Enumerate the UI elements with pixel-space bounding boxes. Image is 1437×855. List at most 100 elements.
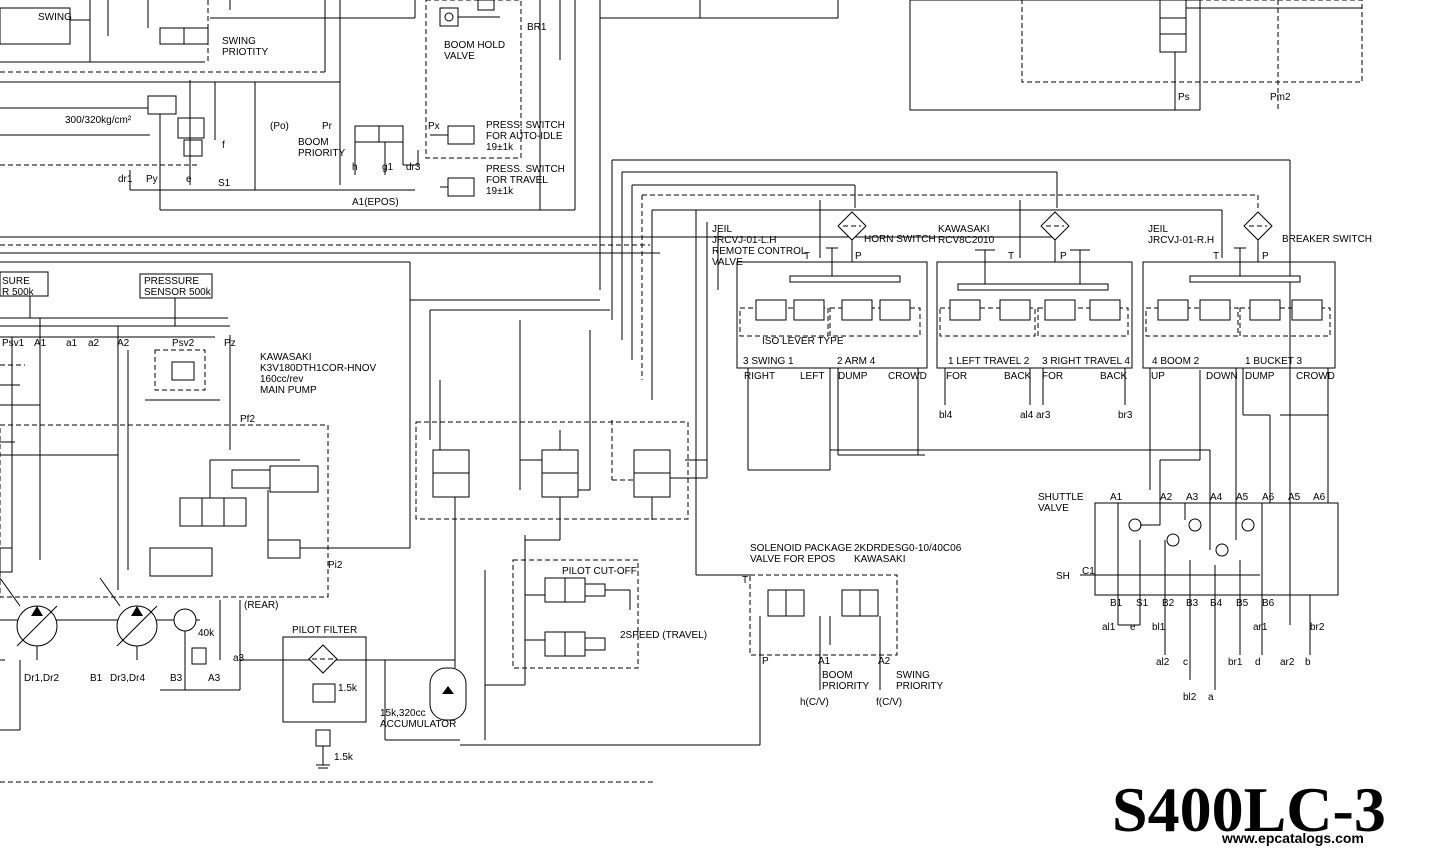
shuttle-top-port-5: A6 — [1262, 492, 1275, 503]
label-p-sol: P — [762, 656, 769, 667]
shuttle-output-row3-0: bl2 — [1183, 692, 1197, 703]
shuttle-top-port-0: A1 — [1110, 492, 1123, 503]
label-right-travel-fn: 3 RIGHT TRAVEL 4 — [1042, 356, 1130, 367]
label-dr3: dr3 — [406, 162, 421, 173]
label-f-cv: f(C/V) — [876, 697, 902, 708]
label-py: Py — [146, 174, 158, 185]
label-left-travel-fn: 1 LEFT TRAVEL 2 — [948, 356, 1030, 367]
label-f: f — [222, 140, 225, 151]
label-up: UP — [1151, 371, 1165, 382]
label-breaker-switch: BREAKER SWITCH — [1282, 234, 1372, 245]
label-rear: (REAR) — [244, 600, 278, 611]
top-lines — [0, 0, 1363, 290]
label-px: Px — [428, 121, 440, 132]
shuttle-bottom-port-1: S1 — [1136, 598, 1149, 609]
label-a3-low: a3 — [233, 653, 245, 664]
label-crowd-bucket: CROWD — [1296, 371, 1335, 382]
shuttle-output-row2-2: br1 — [1228, 657, 1243, 668]
label-t-port-right: T — [1213, 251, 1219, 262]
shuttle-top-port-2: A3 — [1186, 492, 1199, 503]
label-s1-top: S1 — [218, 178, 231, 189]
label-pilot-filter: PILOT FILTER — [292, 625, 357, 636]
label-p-port-mid: P — [1060, 251, 1067, 262]
label-arm-fn: 2 ARM 4 — [837, 356, 876, 367]
label-t-sol: T — [742, 575, 748, 586]
shuttle-top-port-6: A5 — [1288, 492, 1301, 503]
solenoid-package — [749, 574, 898, 690]
remote-control-valves — [736, 211, 1336, 500]
label-a2-low: a2 — [88, 338, 100, 349]
label-psv2: Psv2 — [172, 338, 195, 349]
label-dr3dr4: Dr3,Dr4 — [110, 673, 145, 684]
label-right: RIGHT — [744, 371, 775, 382]
label-boom-fn: 4 BOOM 2 — [1152, 356, 1200, 367]
label-dr1dr2: Dr1,Dr2 — [24, 673, 59, 684]
shuttle-output-row2-3: d — [1255, 657, 1261, 668]
label-two-speed: 2SPEED (TRAVEL) — [620, 630, 707, 641]
label-p-port-right: P — [1262, 251, 1269, 262]
label-ps: Ps — [1178, 92, 1190, 103]
label-psv1: Psv1 — [2, 338, 25, 349]
shuttle-output-row2-5: b — [1305, 657, 1311, 668]
label-h-cv: h(C/V) — [800, 697, 829, 708]
shuttle-bottom-port-6: B6 — [1262, 598, 1275, 609]
shuttle-output-row1-2: bl1 — [1152, 622, 1166, 633]
label-for-right: FOR — [1042, 371, 1063, 382]
model-title: S400LC-3 — [1112, 774, 1386, 845]
shuttle-output-row2-4: ar2 — [1280, 657, 1295, 668]
label-sh: SH — [1056, 571, 1070, 582]
shuttle-bottom-port-3: B3 — [1186, 598, 1199, 609]
shuttle-top-port-7: A6 — [1313, 492, 1326, 503]
label-1-5k-a: 1.5k — [338, 683, 358, 694]
label-bl4: bl4 — [939, 410, 953, 421]
label-c1: C1 — [1082, 566, 1095, 577]
label-down: DOWN — [1206, 371, 1238, 382]
label-a1-pump: A1 — [34, 338, 47, 349]
shuttle-top-port-4: A5 — [1236, 492, 1249, 503]
label-t-port-mid: T — [1008, 251, 1014, 262]
label-a3-pump: A3 — [208, 673, 221, 684]
label-swing-fn: 3 SWING 1 — [743, 356, 794, 367]
shuttle-bottom-port-4: B4 — [1210, 598, 1223, 609]
shuttle-bottom-port-5: B5 — [1236, 598, 1249, 609]
label-for-left: FOR — [946, 371, 967, 382]
label-pf2: Pf2 — [240, 414, 255, 425]
label-pz: Pz — [224, 338, 236, 349]
label-dump-arm: DUMP — [838, 371, 868, 382]
label-dump-bucket: DUMP — [1245, 371, 1275, 382]
shuttle-output-row3-1: a — [1208, 692, 1214, 703]
shuttle-bottom-port-2: B2 — [1162, 598, 1175, 609]
label-a2-sol: A2 — [878, 656, 891, 667]
pilot-blocks — [415, 320, 707, 669]
label-br3: br3 — [1118, 410, 1133, 421]
label-t-port-left: T — [804, 251, 810, 262]
watermark: www.epcatalogs.com — [1222, 830, 1364, 846]
pilot-filter-area — [282, 490, 761, 769]
label-relief-pressure: 300/320kg/cm² — [65, 115, 132, 126]
label-horn-switch: HORN SWITCH — [864, 234, 936, 245]
shuttle-output-row1-1: e — [1130, 622, 1136, 633]
label-e: e — [186, 174, 192, 185]
label-ar3: ar3 — [1036, 410, 1051, 421]
label-back-left: BACK — [1004, 371, 1032, 382]
pilot-lines — [0, 159, 1291, 600]
shuttle-output-row2-0: al2 — [1156, 657, 1170, 668]
label-left: LEFT — [800, 371, 824, 382]
shuttle-top-port-3: A4 — [1210, 492, 1223, 503]
label-dr1: dr1 — [118, 174, 133, 185]
shuttle-bottom-port-0: B1 — [1110, 598, 1123, 609]
